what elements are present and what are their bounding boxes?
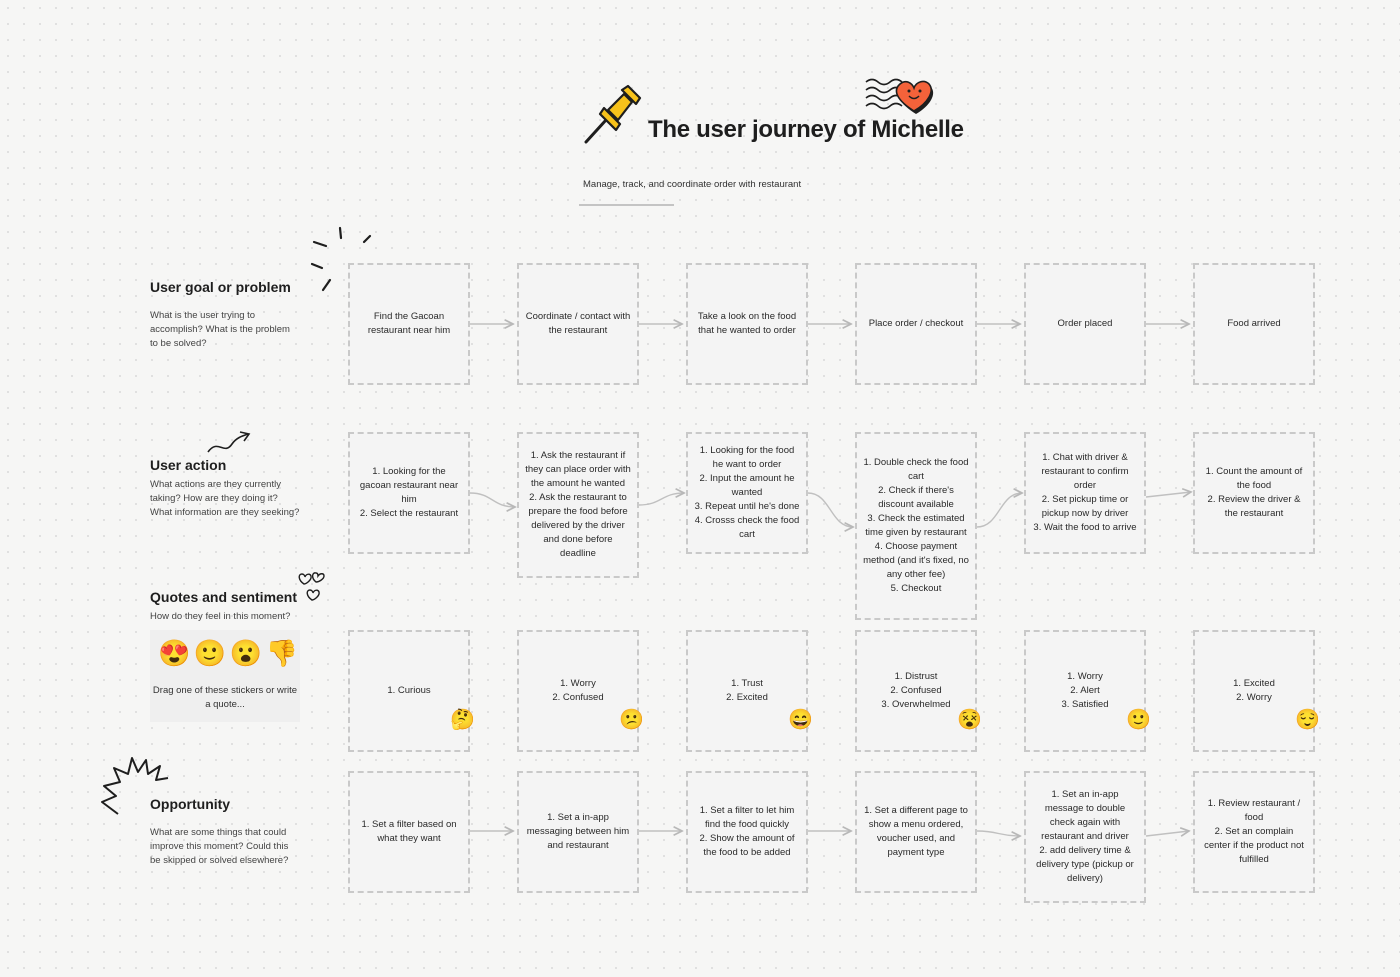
sticker-palette: 😍 🙂 😮 👎 Drag one of these stickers or wr… xyxy=(150,630,300,722)
sentiment-card-1[interactable]: 1. Curious xyxy=(348,630,470,752)
opportunitie-card-2[interactable]: 1. Set a in-app messaging between him an… xyxy=(517,771,639,893)
card-text: Find the Gacoan restaurant near him xyxy=(367,311,451,336)
connector-arrow xyxy=(1145,492,1191,497)
swoosh-arrow-icon xyxy=(207,431,251,453)
pushpin-icon xyxy=(584,84,642,144)
card-text: 1. Set a filter to let him find the food… xyxy=(699,805,795,858)
goal-card-1[interactable]: Find the Gacoan restaurant near him xyxy=(348,263,470,385)
smile-sticker[interactable]: 🙂 xyxy=(193,638,227,668)
sentiment-emoji-sticker[interactable]: 😵 xyxy=(957,709,982,731)
thumbs-down-sticker[interactable]: 👎 xyxy=(265,638,298,668)
connector-arrow xyxy=(807,492,853,527)
sparkle-doodle-icon xyxy=(310,226,372,292)
sentiment-emoji-sticker[interactable]: 😄 xyxy=(788,709,813,731)
connector-arrow xyxy=(976,493,1022,528)
card-text: 1. Looking for the gacoan restaurant nea… xyxy=(359,466,459,519)
connector-arrow xyxy=(638,493,684,506)
connector-arrow xyxy=(1145,831,1189,836)
card-text: Coordinate / contact with the restaurant xyxy=(525,311,631,336)
heart-eyes-sticker[interactable]: 😍 xyxy=(158,638,191,668)
opportunitie-card-4[interactable]: 1. Set a different page to show a menu o… xyxy=(855,771,977,893)
card-text: 1. Set a different page to show a menu o… xyxy=(864,805,968,858)
goal-card-4[interactable]: Place order / checkout xyxy=(855,263,977,385)
sentiment-emoji-sticker[interactable]: 😕 xyxy=(619,709,644,731)
surprised-sticker[interactable]: 😮 xyxy=(229,638,263,668)
card-text: 1. Set an in-app message to double check… xyxy=(1036,789,1134,884)
row-title-action: User action xyxy=(150,457,227,473)
page-subtitle: Manage, track, and coordinate order with… xyxy=(583,179,802,190)
opportunitie-card-5[interactable]: 1. Set an in-app message to double check… xyxy=(1024,771,1146,903)
burst-doodle-icon xyxy=(101,757,169,815)
row-desc-quotes: How do they feel in this moment? xyxy=(150,611,291,622)
sentiment-emoji-sticker[interactable]: 😌 xyxy=(1295,709,1320,731)
row-desc-action: What actions are they currently taking? … xyxy=(150,479,300,518)
card-text: 1. Looking for the food he want to order… xyxy=(694,445,800,540)
opportunitie-card-3[interactable]: 1. Set a filter to let him find the food… xyxy=(686,771,808,893)
goal-card-2[interactable]: Coordinate / contact with the restaurant xyxy=(517,263,639,385)
row-desc-goal: What is the user trying to accomplish? W… xyxy=(150,310,290,349)
connector-arrow xyxy=(469,492,515,507)
card-text: Order placed xyxy=(1057,318,1113,329)
card-text: 1. Ask the restaurant if they can place … xyxy=(525,450,631,559)
card-text: Place order / checkout xyxy=(868,318,964,329)
hearts-doodle-icon xyxy=(298,572,325,601)
card-text: 1. Set a in-app messaging between him an… xyxy=(526,812,630,851)
row-title-goal: User goal or problem xyxy=(150,279,291,295)
row-title-opportunity: Opportunity xyxy=(150,796,231,812)
sentiment-emoji-sticker[interactable]: 🙂 xyxy=(1126,709,1151,731)
card-text: 1. Curious xyxy=(387,685,431,696)
goal-card-6[interactable]: Food arrived xyxy=(1193,263,1315,385)
subtitle-underline xyxy=(579,204,674,206)
sticker-palette-caption: Drag one of these stickers or write a qu… xyxy=(152,685,298,710)
action-card-3[interactable]: 1. Looking for the food he want to order… xyxy=(686,432,808,554)
page-title: The user journey of Michelle xyxy=(648,116,964,143)
card-text: 1. Set a filter based on what they want xyxy=(361,819,457,844)
connector-arrow xyxy=(976,830,1020,836)
row-title-quotes: Quotes and sentiment xyxy=(150,589,298,605)
goal-card-3[interactable]: Take a look on the food that he wanted t… xyxy=(686,263,808,385)
opportunitie-card-1[interactable]: 1. Set a filter based on what they want xyxy=(348,771,470,893)
action-card-1[interactable]: 1. Looking for the gacoan restaurant nea… xyxy=(348,432,470,554)
goal-card-5[interactable]: Order placed xyxy=(1024,263,1146,385)
heart-stamp-icon xyxy=(865,78,934,114)
card-text: 1. Chat with driver & restaurant to conf… xyxy=(1033,452,1137,533)
sentiment-emoji-sticker[interactable]: 🤔 xyxy=(450,709,475,731)
row-desc-opportunity: What are some things that could improve … xyxy=(150,827,289,866)
action-card-5[interactable]: 1. Chat with driver & restaurant to conf… xyxy=(1024,432,1146,554)
action-card-2[interactable]: 1. Ask the restaurant if they can place … xyxy=(517,432,639,578)
card-text: Food arrived xyxy=(1227,318,1281,329)
card-text: Take a look on the food that he wanted t… xyxy=(697,311,797,336)
